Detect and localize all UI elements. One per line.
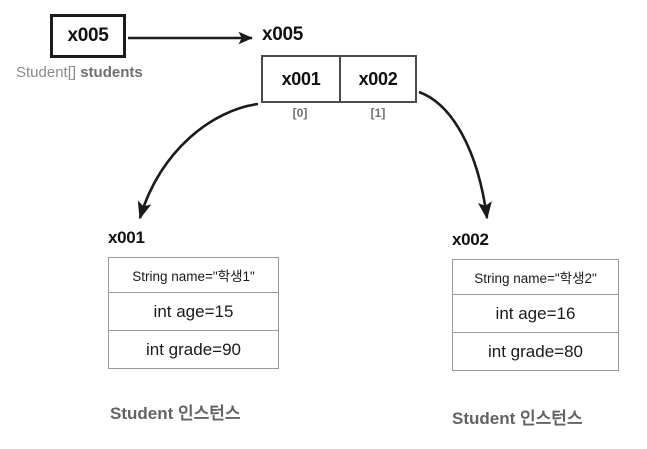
array-cell-1: x002 <box>339 57 415 101</box>
instance-0-field-grade: int grade=90 <box>109 330 278 368</box>
array-index-label-0: [0] <box>292 106 308 120</box>
instance-0-address-label: x001 <box>108 228 145 247</box>
array-index-label-1: [1] <box>370 106 386 120</box>
instance-1-box: String name="학생2" int age=16 int grade=8… <box>452 259 619 371</box>
instance-1-field-age: int age=16 <box>453 294 618 332</box>
instance-0-field-name: String name="학생1" <box>132 269 255 284</box>
reference-variable-box: x005 <box>50 14 126 58</box>
declaration-type: Student[] <box>16 64 77 81</box>
array-address-label: x005 <box>262 24 304 45</box>
instance-0-box: String name="학생1" int age=15 int grade=9… <box>108 257 279 369</box>
instance-0-caption: Student 인스턴스 <box>110 404 241 423</box>
instance-1-field-grade: int grade=80 <box>453 332 618 370</box>
variable-declaration-label: Student[] students <box>16 64 143 81</box>
instance-1-field-name: String name="학생2" <box>474 271 597 286</box>
arrow-cell0-to-instance0 <box>137 102 259 220</box>
instance-1-address-label: x002 <box>452 230 489 249</box>
arrow-cell1-to-instance1 <box>418 90 492 220</box>
reference-variable-value: x005 <box>67 25 109 46</box>
array-cell-0: x001 <box>281 68 321 89</box>
instance-0-field-age: int age=15 <box>109 292 278 330</box>
declaration-name: students <box>80 64 143 81</box>
instance-1-caption: Student 인스턴스 <box>452 409 583 428</box>
array-box: x001 x002 <box>261 55 417 103</box>
